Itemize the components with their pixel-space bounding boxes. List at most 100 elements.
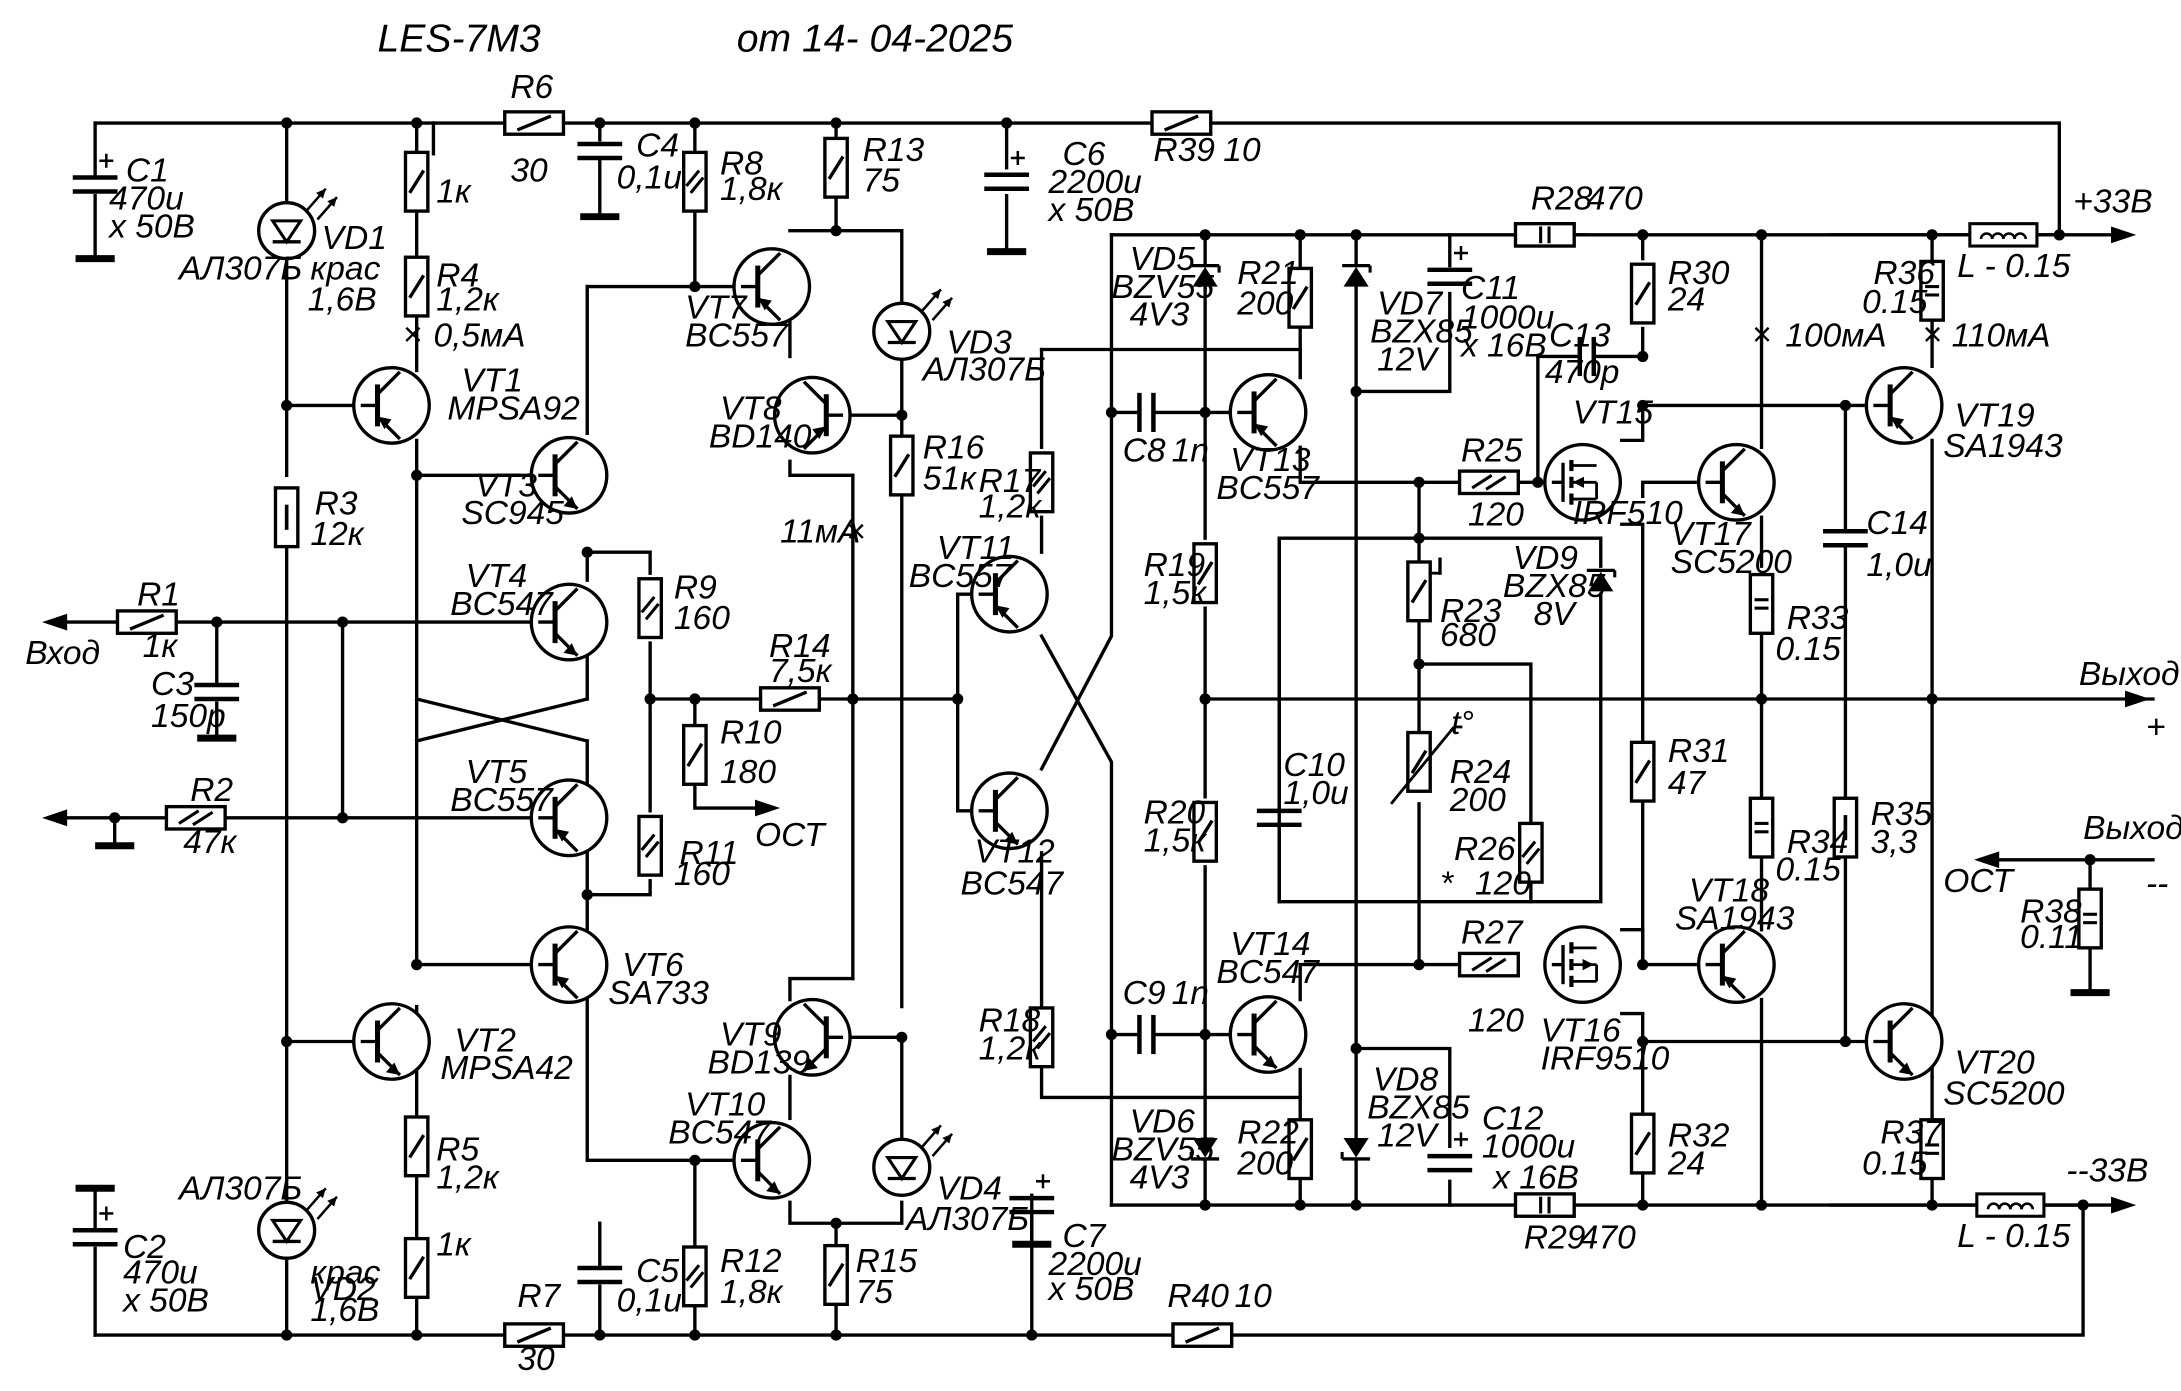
transistor-vt20 [1864,1002,1944,1081]
capacitor-c5 [577,1265,623,1285]
type-vd1: АЛ307Б [177,251,302,288]
value-r14: 7,5к [769,653,833,690]
capacitor-c10 [1256,808,1302,828]
junction-dot [1294,229,1306,241]
ref-r27: R27 [1461,915,1524,952]
output2-label: Выход [2083,810,2181,847]
transistor-vt3 [529,435,609,515]
resistor-r13 [823,136,849,199]
emitter-arrow [757,297,772,311]
ref-vt5: VT5 [466,754,528,791]
part-vt13: BC557 [1216,470,1320,507]
resistor-r37 [1919,1118,1945,1181]
type-vd3: АЛ307Б [921,351,1046,388]
ref-r19: R19 [1144,547,1206,584]
value-r35: 3,3 [1871,824,1918,861]
thermistor-slash [1389,725,1463,805]
resistor-r26 [1518,821,1544,884]
zener-vd6 [1189,1137,1220,1161]
transistor-vt5 [529,778,609,858]
value-r16: 51к [923,460,977,497]
ref-vt12: VT12 [974,834,1055,871]
wire [788,459,855,477]
ref-r30: R30 [1668,255,1730,292]
value-r8: 1,8к [720,171,784,208]
value-c10: 1,0u [1283,775,1348,812]
ref-r13: R13 [863,132,925,169]
transistor-vt7 [732,247,812,327]
ref-r32: R32 [1668,1117,1730,1154]
junction-dot [1199,229,1211,241]
ref-r2: R2 [190,772,233,809]
ref-vt17: VT17 [1671,516,1753,553]
ref-r10: R10 [720,715,782,752]
capacitor-c7 [1009,1174,1055,1215]
ref-r33: R33 [1787,600,1849,637]
ref-c13: C13 [1549,318,1611,355]
input-label: Вход [25,635,100,672]
transistor-vt4 [529,582,609,662]
stroke [1036,1032,1052,1050]
voltage-c1: x 50В [107,209,195,246]
ref-vd6: VD6 [1130,1103,1196,1140]
stroke [1291,285,1309,310]
wire [788,976,855,1002]
stroke [408,1134,426,1159]
mosfet-vt15 [1543,442,1623,522]
ref-r16: R16 [923,430,985,467]
junction-dot [689,1329,701,1341]
capacitor-c12 [1427,1132,1473,1173]
emitter-arrow [812,426,827,439]
stroke [685,1264,701,1282]
note-vd7: 12V [1377,341,1439,378]
emitter-arrow [1262,1055,1277,1069]
stroke [994,559,1019,585]
stroke [1036,477,1052,495]
ref-vt6: VT6 [622,947,684,984]
transistor-body [352,1002,431,1081]
value-r37: 0.15 [1862,1145,1928,1182]
stroke [1721,447,1746,473]
value-r7: 30 [517,1341,555,1378]
transistor-body [772,375,852,455]
inductor-l1 [1968,222,2039,248]
resistor-r39 [1150,110,1213,136]
stroke [1721,929,1746,955]
value-r6: 30 [510,153,548,190]
zener-triangle [1588,571,1614,592]
resistor-r20 [1192,800,1218,863]
emitter-arrow [1730,503,1745,516]
stroke [1252,999,1278,1025]
resistor-r30 [1629,262,1656,325]
emitter-arrow [1898,1062,1913,1076]
resistor-r2 [164,804,227,831]
stroke [1252,377,1278,403]
wire [693,781,757,810]
light-arrow [327,1196,337,1207]
arrow-head [42,613,68,631]
stroke [689,1271,705,1289]
stroke [1485,475,1507,491]
part-vt9: BD139 [707,1045,810,1082]
junction-dot [1105,1028,1118,1041]
arrow-head [42,809,68,827]
value-r9: 160 [674,600,730,637]
ref-r37: R37 [1880,1115,1943,1152]
resistor-r10 [682,723,708,786]
stroke [1291,1137,1309,1162]
transistor-vt6 [529,925,609,1005]
wire [1354,1046,1452,1149]
trimmer-value-bottom: 1к [436,1226,472,1263]
resistor-r6 [503,110,566,136]
ref-c1: C1 [126,153,169,190]
part-vt8: BD140 [709,418,812,455]
transistor-vt8 [772,375,852,455]
voltage-c6: x 50В [1047,192,1135,229]
ref-vt13: VT13 [1230,442,1311,479]
ref-c3: C3 [151,666,194,703]
wire [1620,927,1645,967]
value-r24: 200 [1449,782,1506,819]
trimmer-value-top: 1к [436,174,472,211]
transistor-body [529,435,609,515]
voltage-c12: x 16В [1491,1159,1579,1196]
